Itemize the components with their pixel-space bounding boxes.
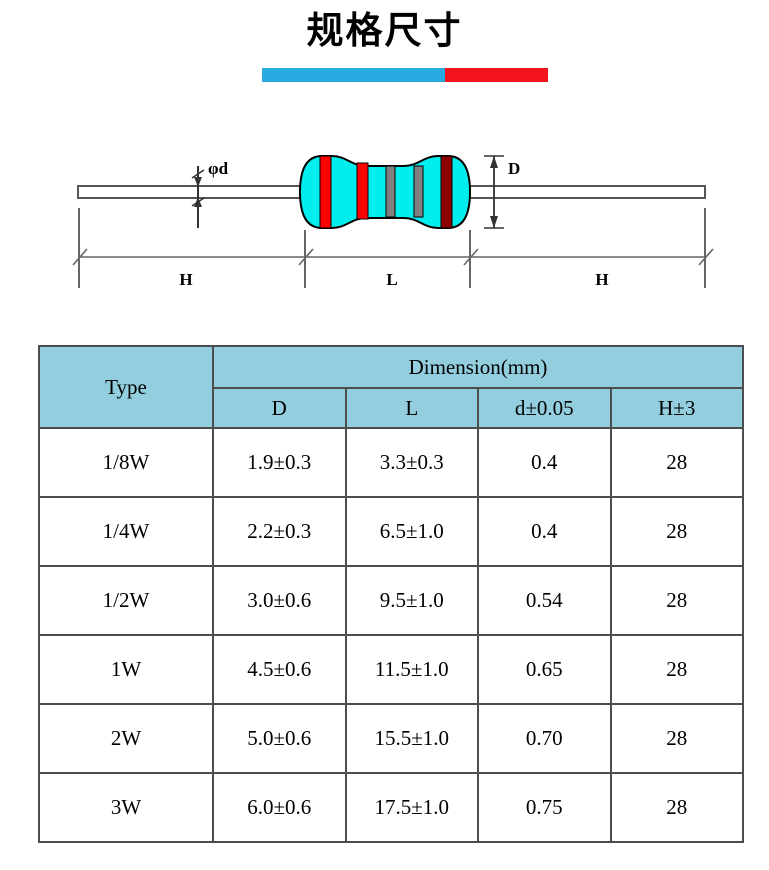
tick-left-end <box>72 248 88 266</box>
specification-table: Type Dimension(mm) D L d±0.05 H±3 1/8W 1… <box>38 345 744 843</box>
cell-d: 3.0±0.6 <box>212 565 347 636</box>
cell-d: 2.2±0.3 <box>212 496 347 567</box>
cell-dtol: 0.4 <box>477 496 612 567</box>
l-label: L <box>386 270 397 289</box>
cell-l: 3.3±0.3 <box>344 427 479 498</box>
band-2-red <box>356 162 369 220</box>
band-5-dark-red <box>440 155 453 229</box>
table-row: 3W 6.0±0.6 17.5±1.0 0.75 28 <box>38 772 744 843</box>
table-row: 1/2W 3.0±0.6 9.5±1.0 0.54 28 <box>38 565 744 636</box>
band-1-red <box>319 155 332 229</box>
cell-d: 5.0±0.6 <box>212 703 347 774</box>
resistor-body <box>298 155 472 229</box>
table-row: 1/4W 2.2±0.3 6.5±1.0 0.4 28 <box>38 496 744 567</box>
d-label: D <box>508 159 520 178</box>
right-lead-wire <box>469 185 706 199</box>
page-title: 规格尺寸 <box>306 9 463 52</box>
cell-h: 28 <box>609 634 744 705</box>
tick-body-right <box>463 248 479 266</box>
cell-h: 28 <box>609 703 744 774</box>
column-header-type: Type <box>38 345 214 429</box>
cell-l: 15.5±1.0 <box>344 703 479 774</box>
cell-d: 4.5±0.6 <box>212 634 347 705</box>
cell-type: 1/8W <box>38 427 214 498</box>
column-header-dtol: d±0.05 <box>477 387 612 429</box>
band-3-gray <box>385 165 396 218</box>
cell-type: 1/2W <box>38 565 214 636</box>
h-right-label: H <box>595 270 608 289</box>
cell-dtol: 0.65 <box>477 634 612 705</box>
cell-d: 6.0±0.6 <box>212 772 347 843</box>
phi-d-tick-lower <box>191 197 205 207</box>
left-lead-wire <box>77 185 301 199</box>
table-head-row-sub: D L d±0.05 H±3 <box>39 387 744 429</box>
tick-body-left <box>298 248 314 266</box>
resistor-dimension-diagram: φd D H L H <box>0 130 769 320</box>
column-group-header-dimension: Dimension(mm) <box>212 345 744 389</box>
h-left-label: H <box>179 270 192 289</box>
column-header-h: H±3 <box>609 387 744 429</box>
table-row: 1W 4.5±0.6 11.5±1.0 0.65 28 <box>38 634 744 705</box>
d-arrow-top <box>490 156 498 168</box>
cell-type: 1/4W <box>38 496 214 567</box>
column-header-l: L <box>344 387 479 429</box>
cell-h: 28 <box>609 772 744 843</box>
cell-type: 1W <box>38 634 214 705</box>
cell-h: 28 <box>609 496 744 567</box>
cell-type: 2W <box>38 703 214 774</box>
table-head-row-top: Type Dimension(mm) <box>38 345 744 429</box>
title-block: 规格尺寸 <box>0 0 769 56</box>
title-underline-bar <box>262 68 548 82</box>
specification-table-container: Type Dimension(mm) D L d±0.05 H±3 1/8W 1… <box>38 345 744 843</box>
d-arrow-bottom <box>490 216 498 228</box>
phi-d-tick-upper <box>191 169 205 179</box>
cell-d: 1.9±0.3 <box>212 427 347 498</box>
cell-dtol: 0.54 <box>477 565 612 636</box>
table-row: 1/8W 1.9±0.3 3.3±0.3 0.4 28 <box>38 427 744 498</box>
underline-blue-segment <box>262 68 446 82</box>
cell-l: 11.5±1.0 <box>344 634 479 705</box>
cell-h: 28 <box>609 427 744 498</box>
band-4-gray <box>413 165 424 218</box>
table-head: Type Dimension(mm) D L d±0.05 H±3 <box>38 345 744 429</box>
tick-right-end <box>698 248 714 266</box>
phi-d-label: φd <box>208 159 229 178</box>
table-body: 1/8W 1.9±0.3 3.3±0.3 0.4 28 1/4W 2.2±0.3… <box>38 427 744 843</box>
cell-type: 3W <box>38 772 214 843</box>
cell-l: 17.5±1.0 <box>344 772 479 843</box>
cell-dtol: 0.70 <box>477 703 612 774</box>
phi-d-arrow-top <box>194 177 202 187</box>
cell-h: 28 <box>609 565 744 636</box>
column-header-d: D <box>212 387 347 429</box>
underline-red-segment <box>445 68 548 82</box>
cell-dtol: 0.75 <box>477 772 612 843</box>
cell-dtol: 0.4 <box>477 427 612 498</box>
cell-l: 9.5±1.0 <box>344 565 479 636</box>
table-row: 2W 5.0±0.6 15.5±1.0 0.70 28 <box>38 703 744 774</box>
cell-l: 6.5±1.0 <box>344 496 479 567</box>
